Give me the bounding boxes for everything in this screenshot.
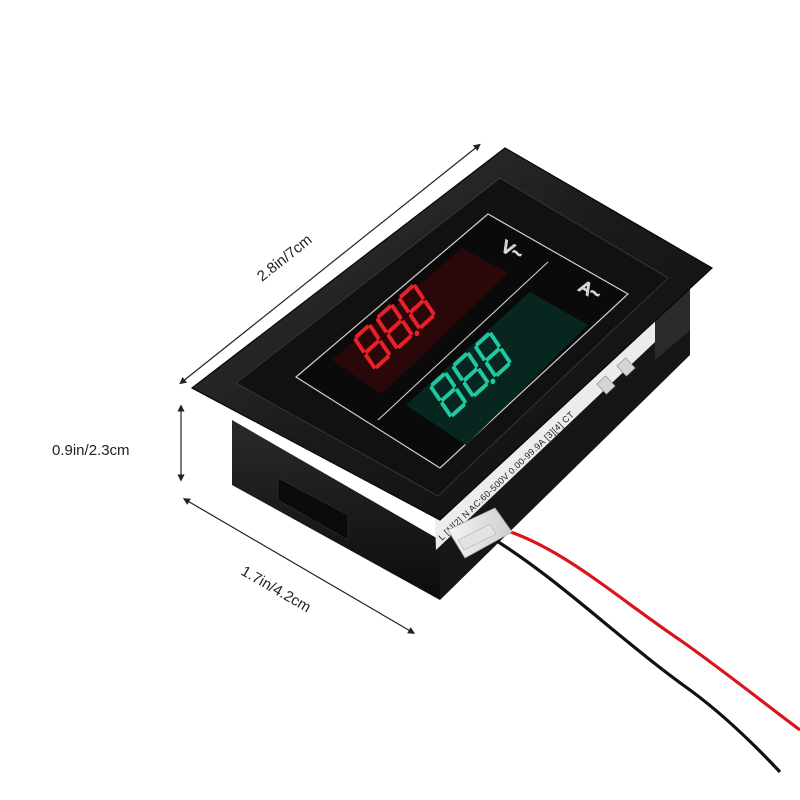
seven-segment-digit bbox=[353, 324, 391, 370]
segment-b bbox=[466, 352, 479, 368]
segment-a bbox=[430, 372, 446, 387]
connector-latch bbox=[457, 523, 497, 551]
segment-c bbox=[477, 368, 490, 384]
dimension-length-label: 2.8in/7cm bbox=[254, 231, 315, 285]
seven-segment-digit bbox=[429, 372, 467, 418]
current-display-bg bbox=[406, 292, 588, 445]
segment-e bbox=[440, 401, 452, 418]
segment-b bbox=[444, 372, 457, 388]
segment-e bbox=[485, 361, 497, 378]
segment-g bbox=[440, 387, 456, 402]
wire-red bbox=[497, 526, 800, 732]
seven-segment-digit bbox=[451, 352, 490, 398]
segment-a bbox=[377, 304, 392, 319]
segment-d bbox=[419, 314, 435, 329]
terminal-screw-1 bbox=[596, 375, 616, 395]
segment-c bbox=[455, 388, 467, 404]
segment-d bbox=[451, 402, 466, 417]
panel-meter: L [1][2] N AC:60-500V 0.00-99.9A [3][4] … bbox=[190, 147, 714, 600]
segment-b bbox=[489, 332, 501, 348]
segment-g bbox=[364, 339, 380, 354]
segment-b bbox=[390, 304, 403, 320]
dimension-depth-label: 1.7in/4.2cm bbox=[238, 563, 314, 616]
segment-f bbox=[451, 365, 464, 382]
decimal-point bbox=[414, 330, 420, 337]
segment-g bbox=[485, 347, 501, 362]
segment-c bbox=[379, 340, 391, 356]
wire-black bbox=[491, 536, 782, 774]
current-digits bbox=[429, 332, 512, 418]
segment-e bbox=[409, 313, 421, 330]
voltage-digits bbox=[353, 284, 436, 370]
current-display bbox=[406, 292, 588, 445]
segment-a bbox=[475, 332, 490, 347]
segment-g bbox=[409, 299, 425, 314]
segment-g bbox=[387, 319, 402, 334]
segment-a bbox=[453, 352, 468, 367]
segment-g bbox=[463, 367, 478, 382]
segment-a bbox=[354, 324, 370, 339]
segment-c bbox=[401, 320, 414, 336]
segment-f bbox=[429, 385, 442, 402]
mounting-clip bbox=[277, 477, 349, 541]
segment-d bbox=[397, 334, 412, 349]
terminal-screw-2 bbox=[616, 357, 636, 377]
seven-segment-digit bbox=[375, 304, 414, 350]
segment-f bbox=[375, 317, 388, 334]
dimension-height-label: 0.9in/2.3cm bbox=[52, 442, 130, 459]
terminal-strip bbox=[435, 318, 655, 550]
display-divider bbox=[377, 261, 549, 421]
segment-b bbox=[368, 324, 381, 340]
segment-d bbox=[495, 362, 511, 377]
segment-d bbox=[473, 382, 488, 397]
segment-f bbox=[474, 345, 486, 362]
wire-harness bbox=[447, 507, 800, 774]
segment-f bbox=[398, 297, 410, 314]
seven-segment-digit bbox=[474, 332, 512, 378]
segment-c bbox=[423, 300, 436, 316]
voltage-display-bg bbox=[332, 248, 508, 394]
segment-f bbox=[353, 337, 366, 354]
seven-segment-digit bbox=[398, 284, 436, 330]
decimal-point bbox=[490, 378, 496, 385]
segment-a bbox=[399, 284, 414, 299]
segment-e bbox=[364, 353, 376, 370]
segment-b bbox=[413, 284, 425, 300]
segment-e bbox=[462, 381, 475, 398]
segment-d bbox=[375, 354, 390, 369]
segment-e bbox=[386, 333, 399, 350]
voltage-display bbox=[332, 248, 508, 394]
segment-c bbox=[499, 348, 512, 364]
dimension-height: 0.9in/2.3cm bbox=[52, 404, 185, 482]
display-window bbox=[294, 213, 630, 469]
